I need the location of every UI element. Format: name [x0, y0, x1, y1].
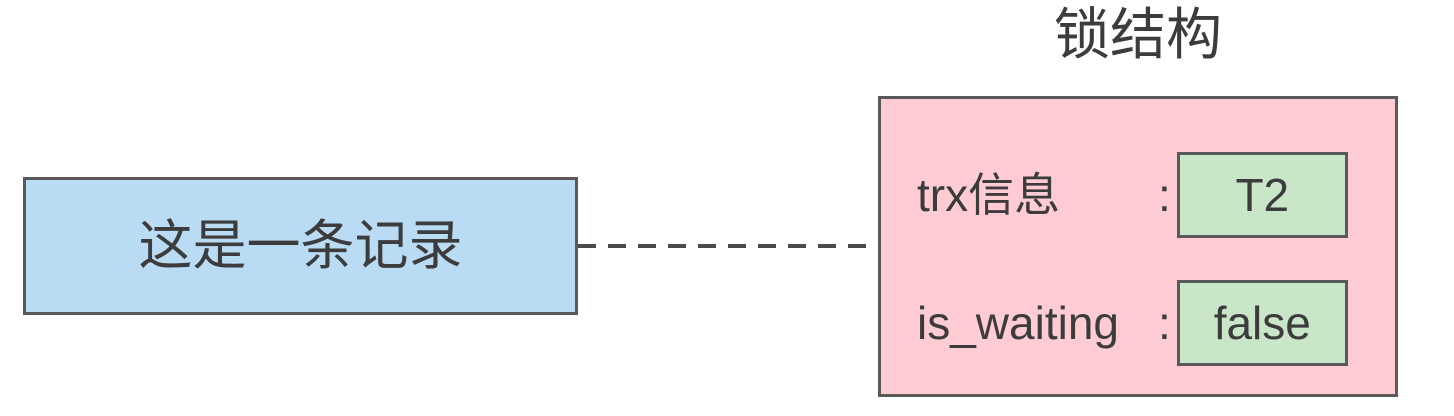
field-label-trx-info: trx信息 — [917, 169, 1061, 221]
field-value-trx-info: T2 — [1176, 152, 1348, 238]
field-value-is-waiting: false — [1176, 280, 1348, 366]
field-separator-colon: : — [1158, 169, 1171, 221]
lock-structure-title: 锁结构 — [1054, 3, 1222, 66]
field-separator-colon: : — [1158, 297, 1171, 349]
lock-field-row-trx: trx信息 : T2 — [881, 152, 1395, 238]
dashed-connector-line — [578, 244, 878, 248]
lock-field-row-is-waiting: is_waiting : false — [881, 280, 1395, 366]
record-box-label: 这是一条记录 — [138, 216, 463, 276]
lock-structure-box: trx信息 : T2 is_waiting : false — [878, 96, 1398, 397]
field-label-is-waiting: is_waiting — [917, 297, 1119, 349]
record-box: 这是一条记录 — [23, 177, 578, 315]
